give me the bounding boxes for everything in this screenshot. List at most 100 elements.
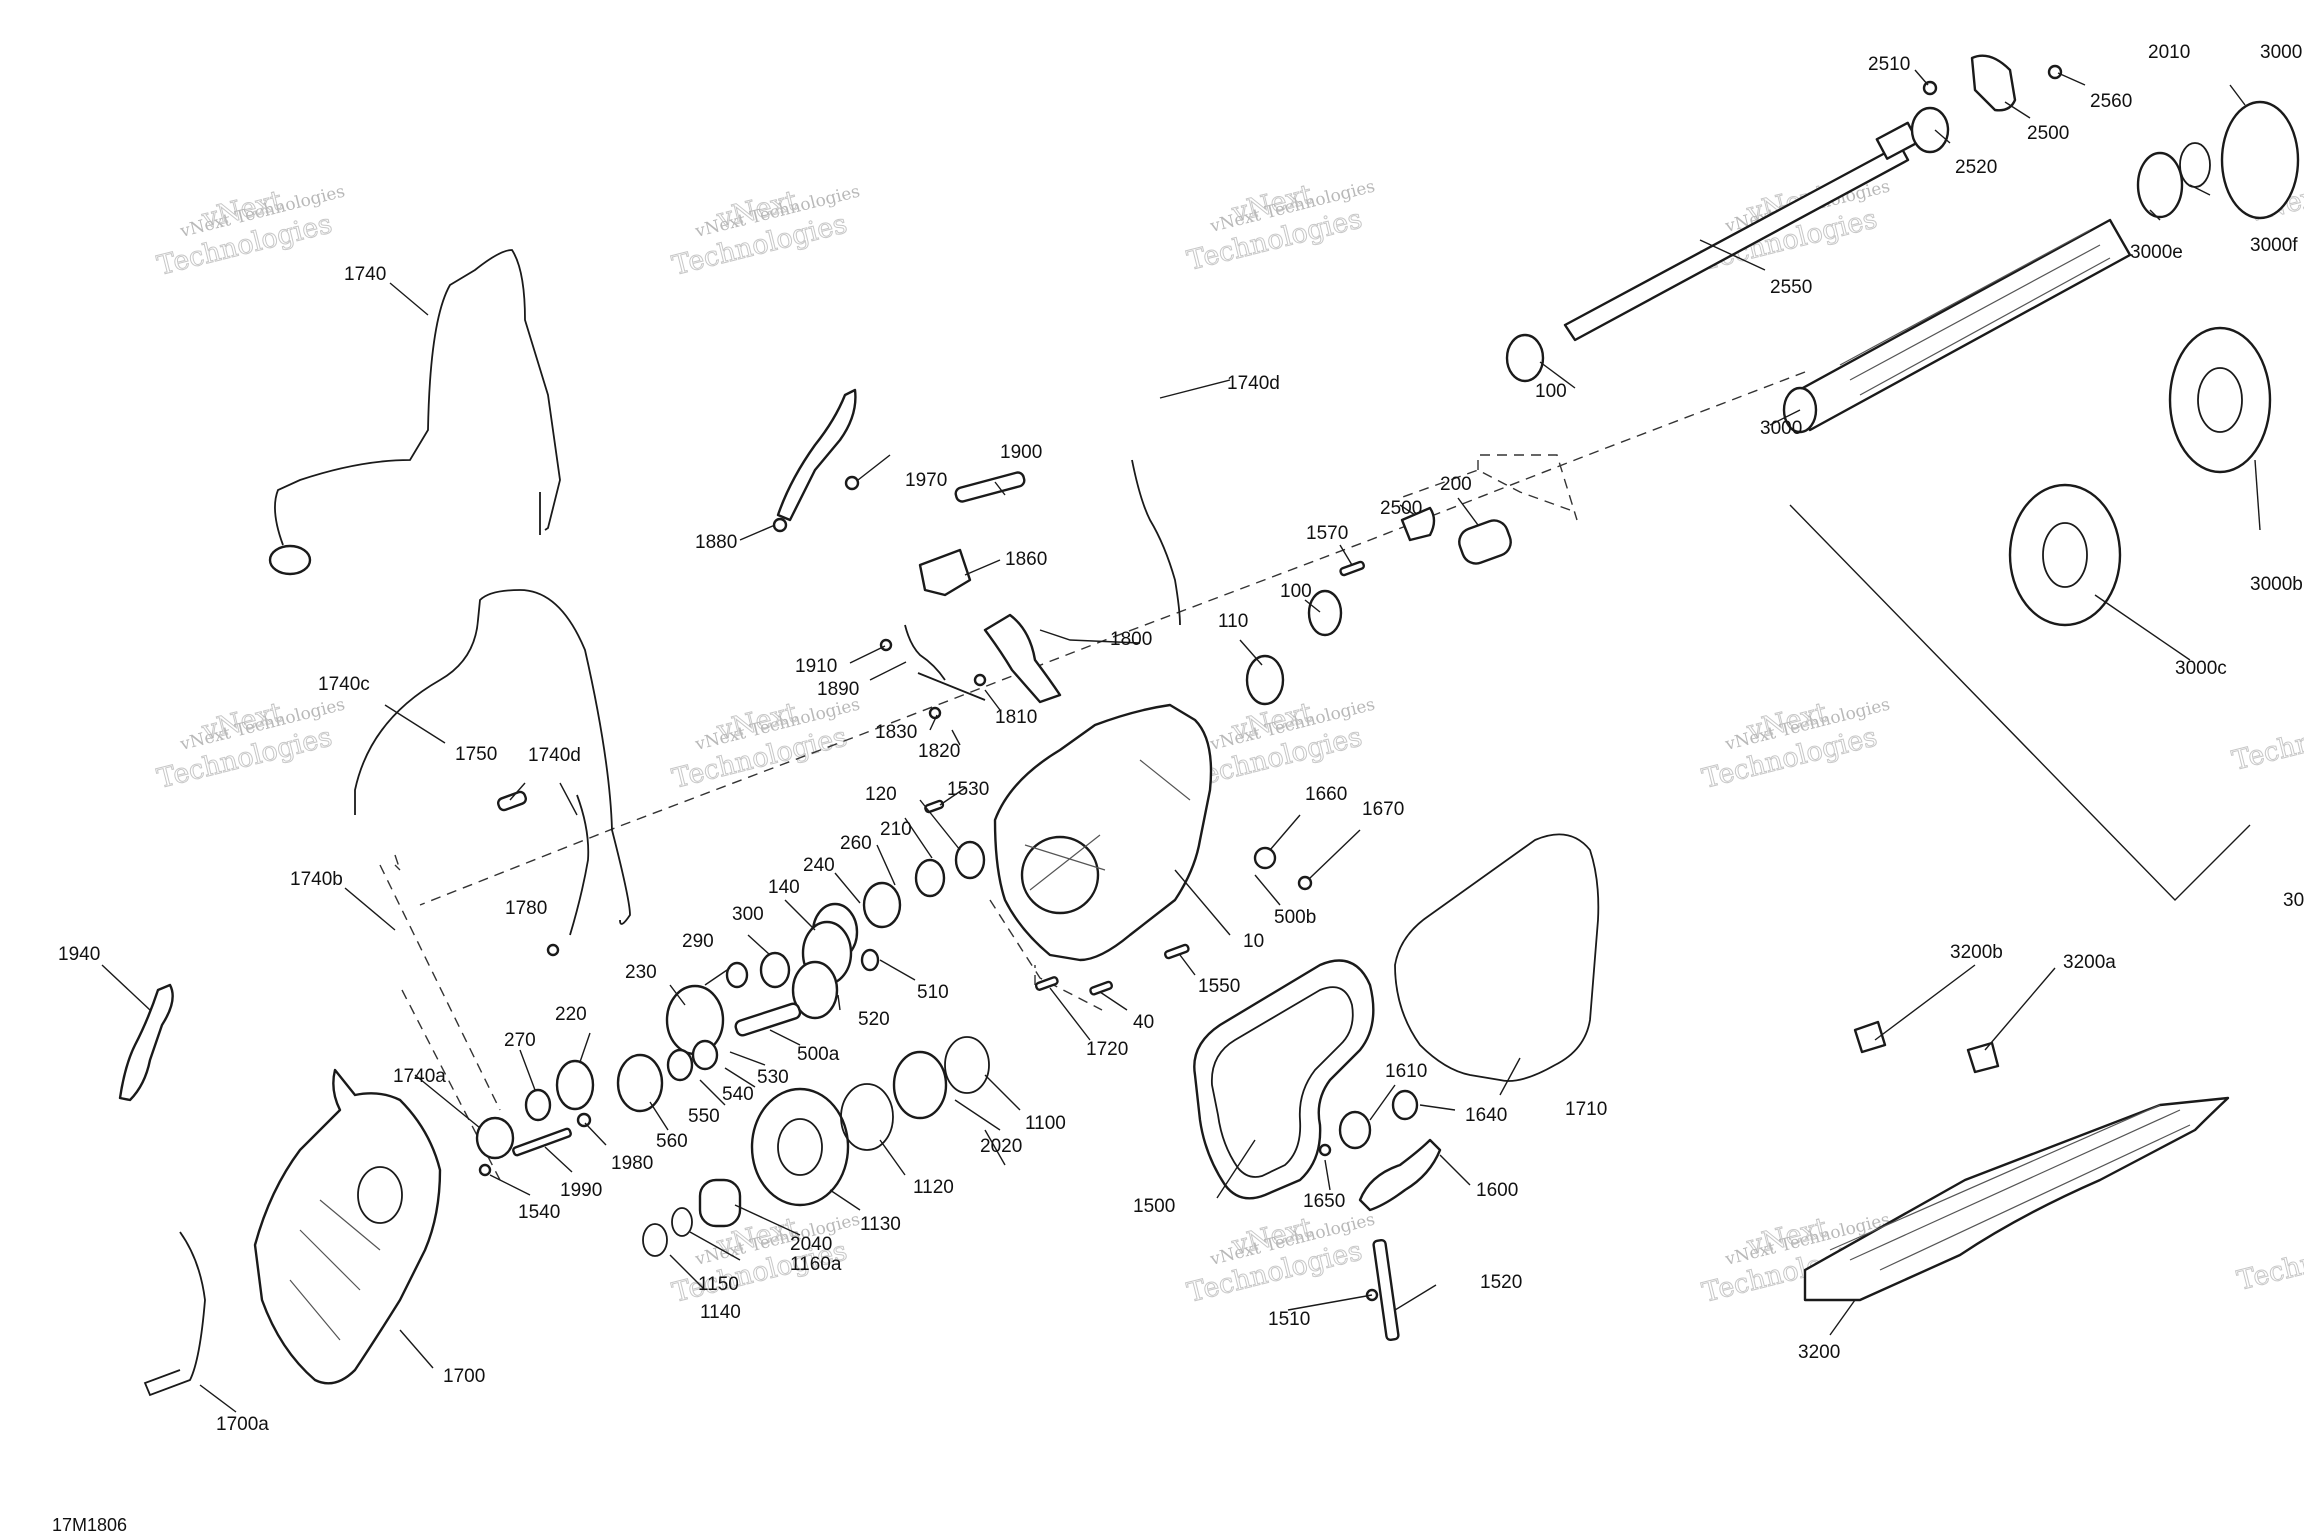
shaft-2550 [1563, 143, 1910, 342]
callout-1980: 1980 [611, 1153, 653, 1174]
washer-540 [666, 1048, 694, 1082]
drawing-code: 17M1806 [52, 1515, 127, 1535]
lever-1880 [776, 388, 857, 522]
ring-270 [524, 1088, 552, 1122]
sprocket-1130 [750, 1087, 850, 1207]
callout-220: 220 [555, 1004, 587, 1025]
bolt-2560 [2047, 64, 2063, 80]
bushing-2040 [698, 1178, 742, 1228]
cover-10-bore [1020, 835, 1100, 915]
callout-1740d-mid: 1740d [528, 745, 581, 766]
bushing-530 [691, 1039, 719, 1071]
ring-300 [759, 951, 791, 989]
cable-1740d-top [1131, 459, 1181, 626]
callout-1160a: 1160a [790, 1254, 842, 1275]
clip-1830 [928, 706, 942, 720]
housing-2010 [2220, 100, 2300, 220]
bolt-1540 [478, 1163, 492, 1177]
callout-1810: 1810 [995, 707, 1037, 728]
bearing-2020 [892, 1050, 948, 1120]
callout-140: 140 [768, 877, 800, 898]
callout-1670: 1670 [1362, 799, 1404, 820]
callout-1970: 1970 [905, 470, 947, 491]
ring-1150 [671, 1207, 693, 1237]
callout-3200b: 3200b [1950, 942, 2003, 963]
callout-2550: 2550 [1770, 277, 1812, 298]
callout-500a: 500a [797, 1044, 840, 1065]
callout-1740b: 1740b [290, 869, 343, 890]
pin-1530 [924, 799, 945, 814]
sleeve-200 [1458, 519, 1512, 565]
bolt-1990 [512, 1127, 572, 1157]
bearing-110 [1245, 654, 1285, 706]
callout-1890: 1890 [817, 679, 859, 700]
pin-1570 [1339, 560, 1365, 577]
callout-1130: 1130 [860, 1214, 901, 1235]
callout-1510: 1510 [1268, 1309, 1310, 1330]
callout-100-top: 100 [1535, 381, 1567, 402]
callout-1780: 1780 [505, 898, 547, 919]
callout-1940: 1940 [58, 944, 100, 965]
assembly-axes [379, 371, 2251, 1181]
callout-1700a: 1700a [216, 1414, 269, 1435]
callout-2010: 2010 [2148, 42, 2190, 63]
watermark-7: vNext Technologies vNext Technologies [1184, 695, 1377, 796]
callout-530: 530 [757, 1067, 789, 1088]
callout-2560: 2560 [2090, 91, 2132, 112]
callout-1660: 1660 [1305, 784, 1347, 805]
callout-1540: 1540 [518, 1202, 560, 1223]
clip-2510 [1922, 80, 1938, 96]
watermark-4: vNext Technologies vNext Technologies [1699, 177, 1892, 278]
bearing-510 [860, 948, 880, 972]
flange-2500-top [1970, 54, 2017, 112]
callout-550: 550 [688, 1106, 720, 1127]
callout-3000e: 3000e [2130, 242, 2183, 263]
callout-510: 510 [917, 982, 949, 1003]
callout-1140: 1140 [700, 1302, 741, 1323]
parts [118, 54, 2300, 1397]
callout-3200: 3200 [1798, 1342, 1840, 1363]
callout-240: 240 [803, 855, 835, 876]
cable-1740-terminal [268, 544, 312, 576]
gear-560 [616, 1053, 664, 1113]
callout-1550: 1550 [1198, 976, 1240, 997]
callout-1600: 1600 [1476, 1180, 1518, 1201]
rod-1820 [917, 672, 986, 701]
callout-500b: 500b [1274, 907, 1316, 928]
spacer-2500-mid [1400, 506, 1436, 542]
cable-1740 [274, 249, 561, 546]
rod-1890 [904, 624, 946, 681]
callout-2500-top: 2500 [2027, 123, 2069, 144]
leader-lines [101, 69, 2261, 1413]
watermark-10: vNext Technologies vNext Technologies [1184, 1210, 1377, 1310]
gear-520 [791, 960, 839, 1020]
callout-1910: 1910 [795, 656, 837, 677]
gasket-1710 [1394, 833, 1600, 1082]
seal-100-left [1307, 589, 1343, 637]
callout-3000f: 3000f [2250, 235, 2298, 256]
callout-10: 10 [1243, 931, 1264, 952]
pin-1720 [1034, 976, 1059, 991]
clip-3200b [1853, 1020, 1887, 1054]
callout-1720: 1720 [1086, 1039, 1128, 1060]
svg-text:Technologies: Technologies [2229, 703, 2304, 776]
callout-2040: 2040 [790, 1234, 832, 1255]
watermark-3: vNext Technologies vNext Technologies [1184, 177, 1377, 278]
callouts: 1740 1740d 1740c 1750 1740d 1740b 1780 1… [52, 42, 2304, 1535]
ring-3000f [2179, 142, 2211, 188]
housing-1700 [253, 1068, 442, 1385]
callout-270: 270 [504, 1030, 536, 1051]
sprocket-3000b [2168, 326, 2272, 474]
callout-3000c: 3000c [2175, 658, 2227, 679]
shaft-500a [734, 1002, 802, 1037]
callout-3000-top: 3000 [2260, 42, 2302, 63]
axle-3000 [1788, 218, 2132, 432]
pin-1550 [1164, 943, 1190, 960]
disk-1740a [475, 1116, 515, 1160]
idler-1610 [1338, 1110, 1372, 1150]
cable-1740d-mid [569, 794, 590, 936]
callout-2510: 2510 [1868, 54, 1910, 75]
callout-1880: 1880 [695, 532, 737, 553]
callout-230: 230 [625, 962, 657, 983]
callout-3200a: 3200a [2063, 952, 2116, 973]
